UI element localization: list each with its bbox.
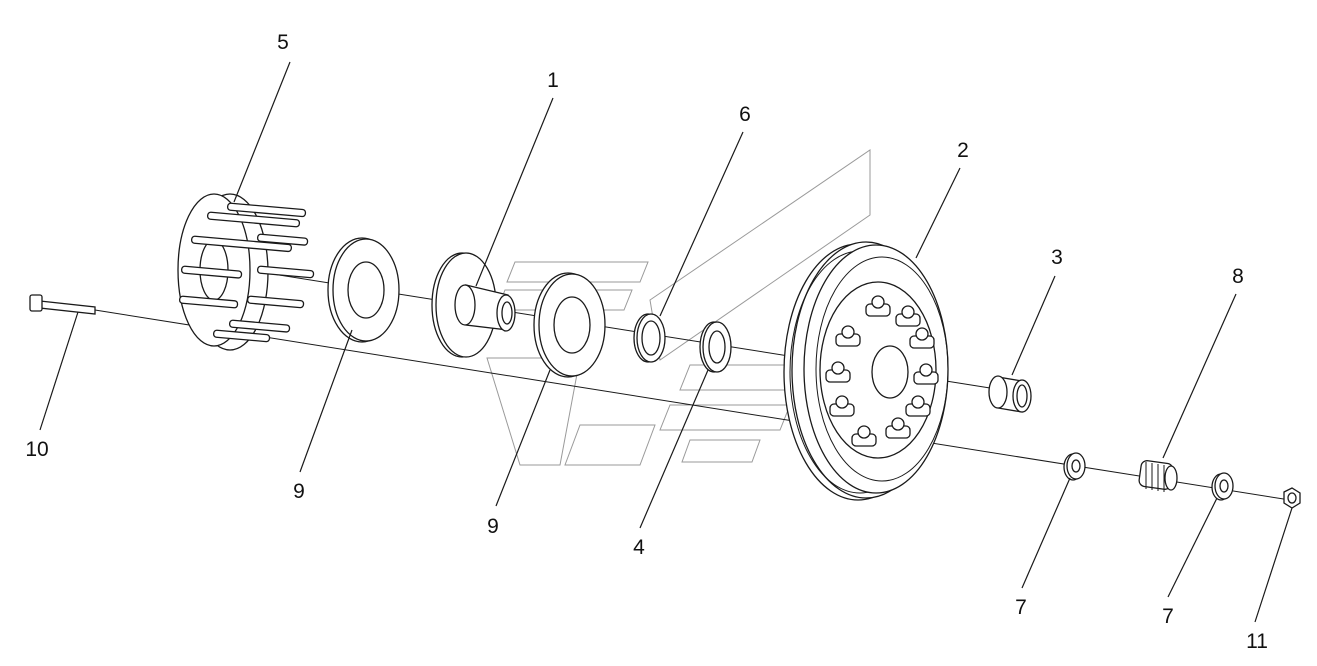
- spacer-ring-part-4: [699, 321, 732, 373]
- callout-3: 3: [1051, 246, 1063, 269]
- snap-ring-part-6: [633, 313, 666, 363]
- callout-2: 2: [957, 139, 969, 162]
- callout-7-right: 7: [1162, 605, 1174, 628]
- callout-4: 4: [633, 536, 645, 559]
- callout-6: 6: [739, 103, 751, 126]
- drum-bolt-circle: [825, 295, 939, 447]
- callout-7-left: 7: [1015, 596, 1027, 619]
- callout-5: 5: [277, 31, 289, 54]
- callout-9-middle: 9: [487, 515, 499, 538]
- washer-part-9-left: [327, 237, 400, 343]
- nut-part-11: [1283, 487, 1301, 509]
- bolt-part-10: [29, 294, 96, 315]
- drum-assembly-part-2: [783, 241, 949, 501]
- callout-11: 11: [1246, 630, 1268, 653]
- washer-part-7-left: [1063, 452, 1086, 481]
- callout-10: 10: [25, 438, 48, 461]
- washer-part-9-middle: [533, 272, 606, 378]
- callout-1: 1: [547, 69, 559, 92]
- leader-lines: [39, 61, 1293, 623]
- callout-8: 8: [1232, 265, 1244, 288]
- spring-part-8: [1138, 460, 1178, 492]
- bushing-part-1: [431, 252, 516, 358]
- washer-part-7-right: [1211, 472, 1234, 501]
- callout-9-left: 9: [293, 480, 305, 503]
- hub-flange-part-5: [177, 193, 315, 351]
- flange-studs: [178, 202, 315, 343]
- callout-labels: 5 1 6 2 3 8 10 9 9 4 7 7 11: [25, 31, 1268, 653]
- sleeve-part-3: [988, 375, 1032, 413]
